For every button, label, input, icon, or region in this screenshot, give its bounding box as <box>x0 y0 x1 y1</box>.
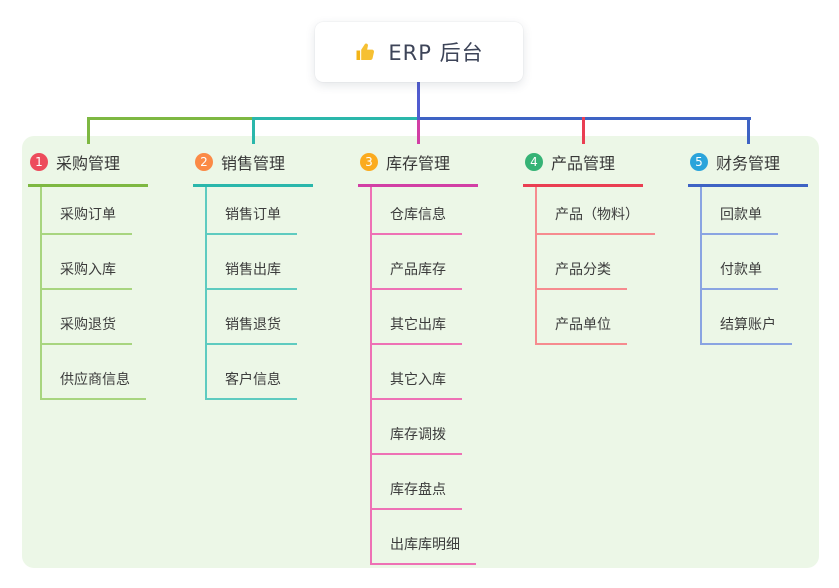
branch-number-badge: 4 <box>525 153 543 171</box>
branch-number-badge: 3 <box>360 153 378 171</box>
branch-title-label: 财务管理 <box>716 154 781 173</box>
connector-branch-drop <box>416 117 420 144</box>
connector-bus-segment <box>253 117 421 120</box>
branch-3: 3 库存管理仓库信息产品库存其它出库其它入库库存调拨库存盘点出库库明细 <box>358 145 478 565</box>
child-label: 产品库存 <box>372 259 462 290</box>
child-label: 出库库明细 <box>372 534 476 565</box>
branch-node[interactable]: 5 财务管理 <box>688 145 808 187</box>
child-node[interactable]: 付款单 <box>702 235 808 290</box>
child-label: 其它出库 <box>372 314 462 345</box>
branch-children: 回款单付款单结算账户 <box>700 187 808 345</box>
child-node[interactable]: 其它入库 <box>372 345 478 400</box>
branch-node[interactable]: 2 销售管理 <box>193 145 313 187</box>
connector-bus-segment <box>418 117 751 120</box>
branch-children: 采购订单采购入库采购退货供应商信息 <box>40 187 148 400</box>
root-label: ERP 后台 <box>388 41 484 65</box>
child-node[interactable]: 产品单位 <box>537 290 643 345</box>
mindmap-board <box>22 136 819 568</box>
child-label: 采购订单 <box>42 204 132 235</box>
child-node[interactable]: 销售订单 <box>207 187 313 235</box>
child-node[interactable]: 销售退货 <box>207 290 313 345</box>
child-node[interactable]: 产品库存 <box>372 235 478 290</box>
branch-number-badge: 5 <box>690 153 708 171</box>
thumbs-up-icon <box>354 40 378 64</box>
child-label: 产品单位 <box>537 314 627 345</box>
branch-number-badge: 2 <box>195 153 213 171</box>
branch-1: 1 采购管理采购订单采购入库采购退货供应商信息 <box>28 145 148 400</box>
child-label: 产品分类 <box>537 259 627 290</box>
branch-4: 4 产品管理产品（物料） 产品分类产品单位 <box>523 145 655 345</box>
child-node[interactable]: 产品分类 <box>537 235 643 290</box>
child-node[interactable]: 库存盘点 <box>372 455 478 510</box>
child-node[interactable]: 采购退货 <box>42 290 148 345</box>
child-label: 采购入库 <box>42 259 132 290</box>
child-node[interactable]: 产品（物料） <box>537 187 655 235</box>
branch-children: 仓库信息产品库存其它出库其它入库库存调拨库存盘点出库库明细 <box>370 187 478 565</box>
branch-title-label: 采购管理 <box>56 154 121 173</box>
root-node[interactable]: ERP 后台 <box>315 22 523 82</box>
child-label: 库存盘点 <box>372 479 462 510</box>
branch-node[interactable]: 3 库存管理 <box>358 145 478 187</box>
child-label: 采购退货 <box>42 314 132 345</box>
branch-children: 产品（物料） 产品分类产品单位 <box>535 187 655 345</box>
connector-branch-drop <box>581 117 585 144</box>
child-node[interactable]: 供应商信息 <box>42 345 148 400</box>
branch-title-label: 销售管理 <box>221 154 286 173</box>
child-label: 其它入库 <box>372 369 462 400</box>
branch-title-label: 产品管理 <box>551 154 616 173</box>
child-label: 客户信息 <box>207 369 297 400</box>
child-node[interactable]: 客户信息 <box>207 345 313 400</box>
branch-5: 5 财务管理回款单付款单结算账户 <box>688 145 808 345</box>
child-label: 库存调拨 <box>372 424 462 455</box>
child-label: 回款单 <box>702 204 778 235</box>
child-node[interactable]: 库存调拨 <box>372 400 478 455</box>
child-node[interactable]: 回款单 <box>702 187 808 235</box>
branch-title-label: 库存管理 <box>386 154 451 173</box>
child-label: 销售出库 <box>207 259 297 290</box>
branch-2: 2 销售管理销售订单销售出库销售退货客户信息 <box>193 145 313 400</box>
branch-node[interactable]: 1 采购管理 <box>28 145 148 187</box>
child-label: 销售订单 <box>207 204 297 235</box>
child-label: 结算账户 <box>702 314 792 345</box>
child-node[interactable]: 销售出库 <box>207 235 313 290</box>
connector-branch-drop <box>251 117 255 144</box>
child-label: 产品（物料） <box>537 204 655 235</box>
child-node[interactable]: 仓库信息 <box>372 187 478 235</box>
connector-branch-drop <box>746 117 750 144</box>
child-node[interactable]: 结算账户 <box>702 290 808 345</box>
child-label: 销售退货 <box>207 314 297 345</box>
branch-number-badge: 1 <box>30 153 48 171</box>
connector-branch-drop <box>86 117 90 144</box>
child-label: 仓库信息 <box>372 204 462 235</box>
child-node[interactable]: 采购订单 <box>42 187 148 235</box>
child-node[interactable]: 出库库明细 <box>372 510 478 565</box>
child-node[interactable]: 采购入库 <box>42 235 148 290</box>
child-label: 付款单 <box>702 259 778 290</box>
branch-node[interactable]: 4 产品管理 <box>523 145 643 187</box>
child-label: 供应商信息 <box>42 369 146 400</box>
child-node[interactable]: 其它出库 <box>372 290 478 345</box>
branch-children: 销售订单销售出库销售退货客户信息 <box>205 187 313 400</box>
connector-root-drop <box>416 82 420 120</box>
